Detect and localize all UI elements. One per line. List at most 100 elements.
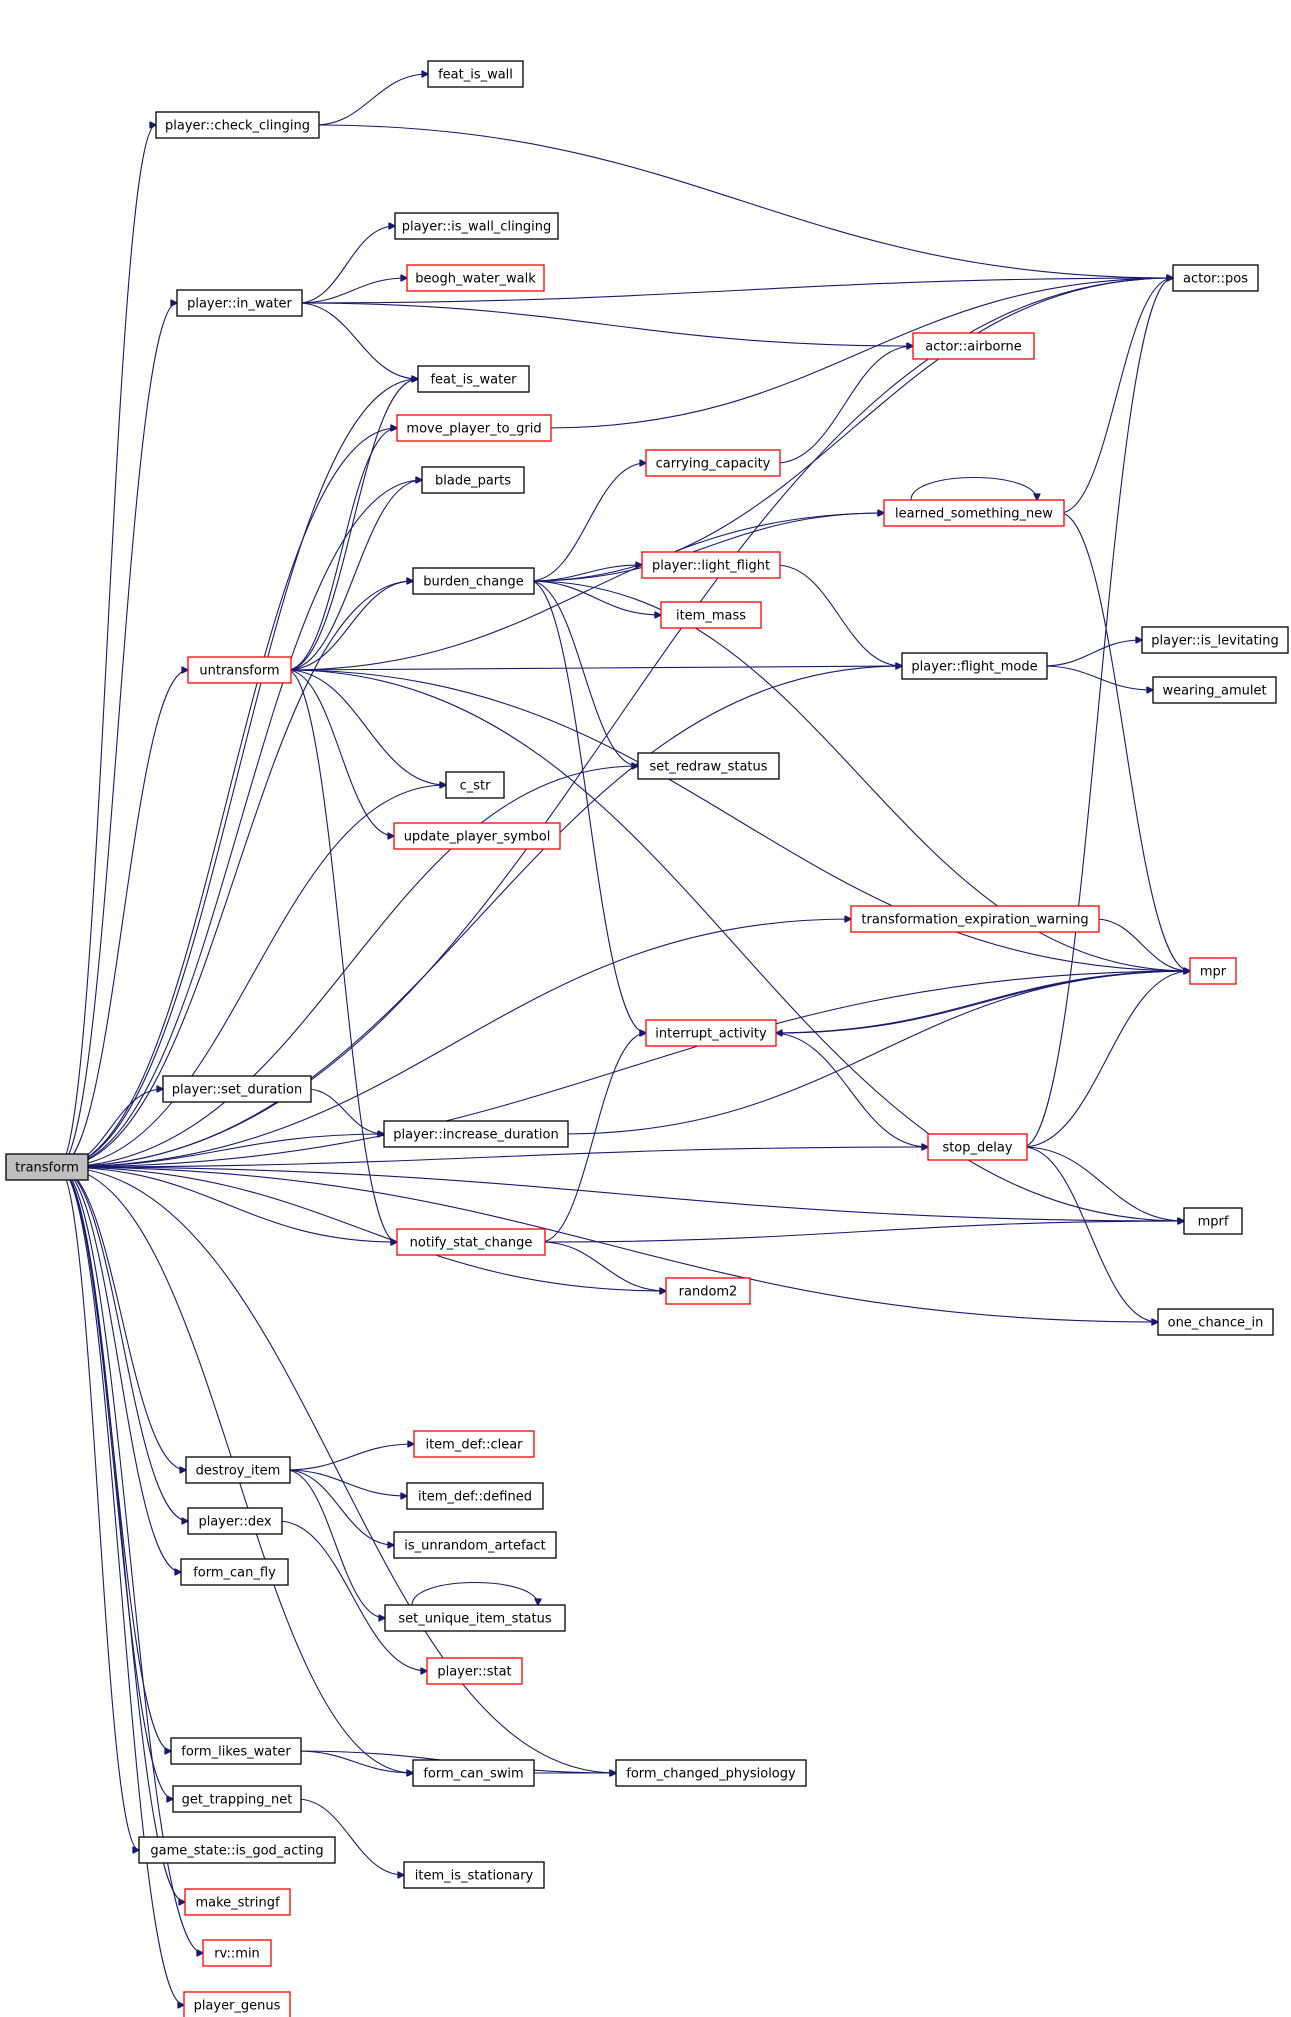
edge-stop_delay-to-mpr bbox=[1022, 971, 1190, 1148]
node-box-notify_stat_change bbox=[396, 1228, 546, 1256]
node-label-form_likes_water: form_likes_water bbox=[181, 1745, 291, 1760]
edge-transform-to-c_str bbox=[57, 785, 446, 1168]
node-player_in_water[interactable]: player::in_water bbox=[176, 289, 303, 317]
node-feat_is_wall[interactable]: feat_is_wall bbox=[427, 60, 524, 88]
edge-untransform-to-move_player_to_grid bbox=[286, 428, 397, 671]
node-item_def_clear[interactable]: item_def::clear bbox=[413, 1430, 535, 1458]
node-update_player_symbol[interactable]: update_player_symbol bbox=[393, 822, 561, 850]
node-item_def_defined[interactable]: item_def::defined bbox=[406, 1482, 544, 1510]
node-label-stop_delay: stop_delay bbox=[942, 1141, 1012, 1156]
node-set_redraw_status[interactable]: set_redraw_status bbox=[637, 752, 780, 780]
node-label-mpr: mpr bbox=[1200, 965, 1227, 980]
node-label-interrupt_activity: interrupt_activity bbox=[655, 1027, 767, 1042]
node-player_dex[interactable]: player::dex bbox=[187, 1507, 283, 1535]
node-mpr[interactable]: mpr bbox=[1189, 957, 1237, 985]
node-label-player_check_clinging: player::check_clinging bbox=[165, 119, 310, 134]
node-notify_stat_change[interactable]: notify_stat_change bbox=[396, 1228, 546, 1256]
node-player_is_levitating[interactable]: player::is_levitating bbox=[1141, 626, 1289, 654]
node-get_trapping_net[interactable]: get_trapping_net bbox=[172, 1785, 302, 1813]
node-label-c_str: c_str bbox=[460, 779, 492, 794]
edges-layer bbox=[57, 74, 1195, 2005]
node-player_set_duration[interactable]: player::set_duration bbox=[162, 1075, 312, 1103]
node-transformation_expiration_warning[interactable]: transformation_expiration_warning bbox=[850, 905, 1100, 933]
node-random2[interactable]: random2 bbox=[665, 1277, 751, 1305]
node-label-feat_is_wall: feat_is_wall bbox=[438, 68, 513, 83]
node-label-form_changed_physiology: form_changed_physiology bbox=[626, 1767, 796, 1782]
edge-player_in_water-to-actor_pos bbox=[297, 278, 1173, 304]
node-label-form_can_fly: form_can_fly bbox=[193, 1566, 276, 1581]
node-player_increase_duration[interactable]: player::increase_duration bbox=[383, 1120, 569, 1148]
node-label-learned_something_new: learned_something_new bbox=[895, 507, 1053, 522]
node-one_chance_in[interactable]: one_chance_in bbox=[1157, 1308, 1274, 1336]
node-game_state_is_god_acting[interactable]: game_state::is_god_acting bbox=[138, 1836, 336, 1864]
node-set_unique_item_status[interactable]: set_unique_item_status bbox=[384, 1604, 566, 1632]
node-interrupt_activity[interactable]: interrupt_activity bbox=[645, 1019, 777, 1047]
node-player_check_clinging[interactable]: player::check_clinging bbox=[155, 111, 320, 139]
edge-destroy_item-to-item_def_defined bbox=[285, 1469, 407, 1496]
edge-learned_something_new-to-learned_something_new bbox=[910, 476, 1037, 501]
node-rv_min[interactable]: rv::min bbox=[202, 1939, 272, 1967]
edge-destroy_item-to-set_unique_item_status bbox=[285, 1469, 385, 1618]
node-box-set_redraw_status bbox=[637, 752, 780, 780]
node-form_changed_physiology[interactable]: form_changed_physiology bbox=[615, 1759, 807, 1787]
edge-form_likes_water-to-form_can_swim bbox=[296, 1750, 413, 1773]
node-is_unrandom_artefact[interactable]: is_unrandom_artefact bbox=[393, 1531, 557, 1559]
node-destroy_item[interactable]: destroy_item bbox=[185, 1456, 291, 1484]
node-player_genus[interactable]: player_genus bbox=[183, 1991, 291, 2017]
node-transform[interactable]: transform bbox=[5, 1153, 89, 1181]
node-make_stringf[interactable]: make_stringf bbox=[184, 1888, 291, 1916]
node-form_can_swim[interactable]: form_can_swim bbox=[412, 1759, 535, 1787]
node-carrying_capacity[interactable]: carrying_capacity bbox=[645, 449, 781, 477]
node-c_str[interactable]: c_str bbox=[445, 771, 505, 799]
edge-burden_change-to-carrying_capacity bbox=[529, 463, 646, 582]
node-label-actor_pos: actor::pos bbox=[1183, 272, 1248, 287]
node-label-item_is_stationary: item_is_stationary bbox=[415, 1869, 534, 1884]
node-stop_delay[interactable]: stop_delay bbox=[927, 1133, 1028, 1161]
node-label-feat_is_water: feat_is_water bbox=[430, 373, 517, 388]
node-item_mass[interactable]: item_mass bbox=[660, 601, 762, 629]
node-box-transform bbox=[5, 1153, 89, 1181]
edge-untransform-to-blade_parts bbox=[286, 480, 422, 671]
node-label-beogh_water_walk: beogh_water_walk bbox=[415, 272, 536, 287]
node-box-move_player_to_grid bbox=[396, 414, 552, 442]
node-player_light_flight[interactable]: player::light_flight bbox=[641, 551, 781, 579]
edge-destroy_item-to-is_unrandom_artefact bbox=[285, 1469, 394, 1545]
edge-untransform-to-player_flight_mode bbox=[286, 666, 902, 671]
node-player_is_wall_clinging[interactable]: player::is_wall_clinging bbox=[394, 212, 559, 240]
node-actor_airborne[interactable]: actor::airborne bbox=[912, 332, 1035, 360]
node-move_player_to_grid[interactable]: move_player_to_grid bbox=[396, 414, 552, 442]
node-label-make_stringf: make_stringf bbox=[195, 1896, 280, 1911]
edge-untransform-to-c_str bbox=[286, 669, 446, 785]
node-player_stat[interactable]: player::stat bbox=[426, 1657, 523, 1685]
node-learned_something_new[interactable]: learned_something_new bbox=[883, 499, 1065, 527]
node-mprf[interactable]: mprf bbox=[1183, 1207, 1243, 1235]
node-box-form_likes_water bbox=[170, 1737, 302, 1765]
node-label-transform: transform bbox=[15, 1161, 79, 1176]
node-box-random2 bbox=[665, 1277, 751, 1305]
node-untransform[interactable]: untransform bbox=[187, 656, 292, 684]
node-box-rv_min bbox=[202, 1939, 272, 1967]
node-burden_change[interactable]: burden_change bbox=[412, 567, 535, 595]
node-wearing_amulet[interactable]: wearing_amulet bbox=[1152, 676, 1277, 704]
node-label-item_def_clear: item_def::clear bbox=[425, 1438, 523, 1453]
node-form_can_fly[interactable]: form_can_fly bbox=[180, 1558, 289, 1586]
node-player_flight_mode[interactable]: player::flight_mode bbox=[901, 652, 1048, 680]
node-blade_parts[interactable]: blade_parts bbox=[421, 466, 525, 494]
node-form_likes_water[interactable]: form_likes_water bbox=[170, 1737, 302, 1765]
node-item_is_stationary[interactable]: item_is_stationary bbox=[403, 1861, 545, 1889]
node-label-blade_parts: blade_parts bbox=[435, 474, 511, 489]
node-feat_is_water[interactable]: feat_is_water bbox=[417, 365, 530, 393]
node-actor_pos[interactable]: actor::pos bbox=[1172, 264, 1259, 292]
edge-player_in_water-to-beogh_water_walk bbox=[297, 278, 407, 304]
node-box-learned_something_new bbox=[883, 499, 1065, 527]
node-label-wearing_amulet: wearing_amulet bbox=[1162, 684, 1266, 699]
edge-player_flight_mode-to-wearing_amulet bbox=[1042, 665, 1153, 690]
edge-transform-to-random2 bbox=[57, 1166, 666, 1291]
node-label-is_unrandom_artefact: is_unrandom_artefact bbox=[404, 1539, 545, 1554]
node-beogh_water_walk[interactable]: beogh_water_walk bbox=[406, 264, 545, 292]
node-label-set_redraw_status: set_redraw_status bbox=[649, 760, 767, 775]
node-label-player_stat: player::stat bbox=[437, 1665, 511, 1680]
edge-burden_change-to-item_mass bbox=[529, 580, 661, 615]
edge-set_unique_item_status-to-set_unique_item_status bbox=[411, 1581, 538, 1606]
edge-transform-to-game_state_is_god_acting bbox=[57, 1166, 139, 1850]
